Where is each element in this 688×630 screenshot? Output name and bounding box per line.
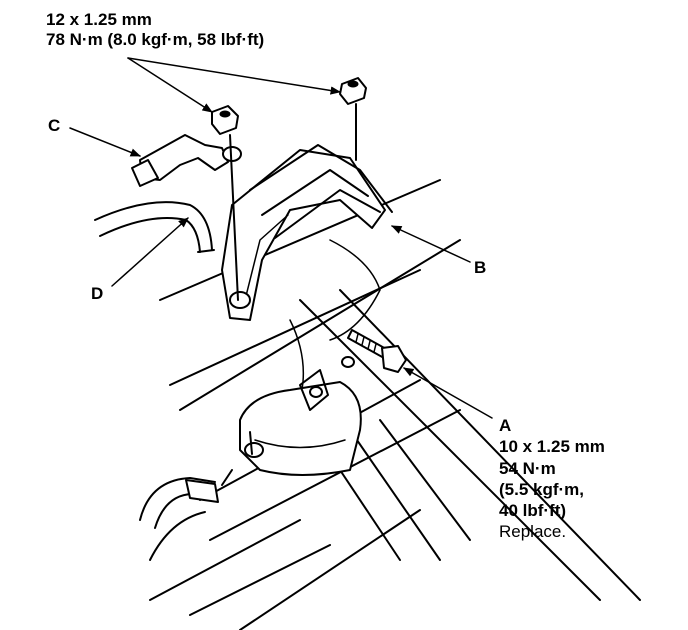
bolt-a-torque-alt-1: (5.5 kgf·m,	[499, 480, 585, 499]
leader-a	[403, 367, 493, 419]
engine-frame	[149, 179, 641, 630]
callout-d-letter: D	[91, 284, 104, 303]
leader-to-left-nut	[127, 57, 213, 113]
hose-d	[94, 201, 215, 253]
mount-bracket-b	[221, 144, 393, 321]
callout-c-letter: C	[48, 116, 61, 135]
top-left-nut	[211, 105, 239, 301]
nut-torque-label: 78 N·m (8.0 kgf·m, 58 lbf·ft)	[46, 30, 265, 49]
nut-size-label: 12 x 1.25 mm	[46, 10, 152, 29]
callout-b-letter: B	[474, 258, 487, 277]
bracket-hole	[229, 291, 251, 309]
leader-c	[69, 127, 141, 157]
callout-a-letter: A	[499, 416, 512, 435]
lower-hose	[139, 469, 233, 561]
bolt-a-torque-label: 54 N·m	[499, 459, 556, 478]
bolt-a	[341, 329, 407, 373]
leader-to-right-nut	[127, 57, 342, 95]
bolt-a-size-label: 10 x 1.25 mm	[499, 437, 605, 456]
bracket-c	[131, 134, 242, 187]
leader-b	[391, 225, 471, 263]
top-right-nut	[339, 77, 367, 161]
leader-d	[111, 217, 189, 287]
leader-lines	[69, 57, 493, 419]
lower-mount-body	[239, 369, 362, 476]
